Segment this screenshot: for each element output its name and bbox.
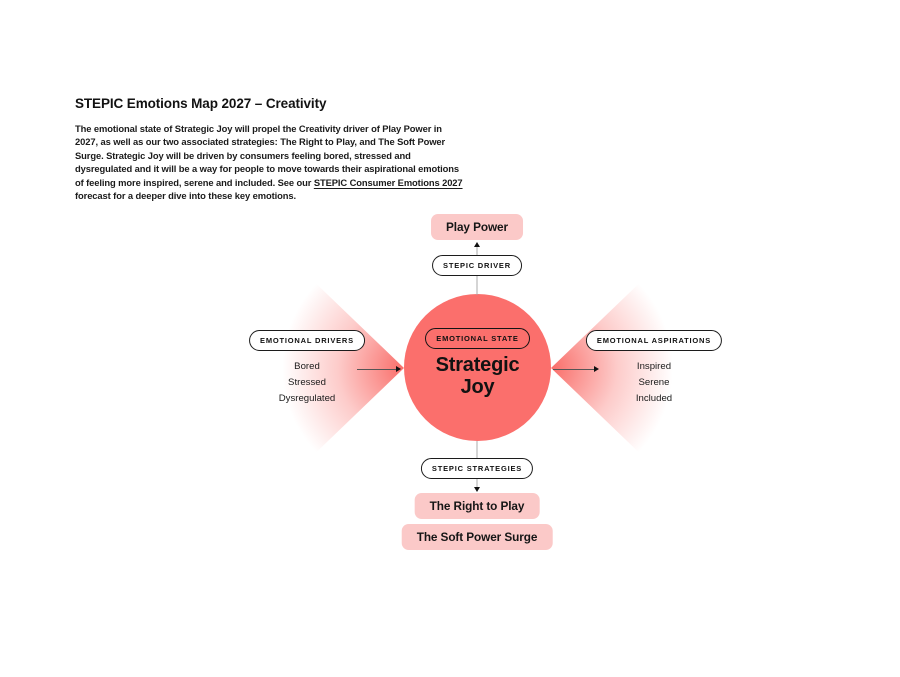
- intro-text-after: forecast for a deeper dive into these ke…: [75, 190, 297, 202]
- arrow-right-icon: [357, 365, 401, 373]
- emotional-state-circle: EMOTIONAL STATE Strategic Joy: [404, 294, 551, 441]
- emotional-state-pill: EMOTIONAL STATE: [425, 328, 530, 349]
- consumer-emotions-2027-link[interactable]: STEPIC Consumer Emotions 2027: [313, 176, 463, 188]
- emotional-aspirations-list: Inspired Serene Included: [636, 359, 672, 407]
- strategies-arrow-line: [476, 478, 478, 487]
- emotional-state-name: Strategic Joy: [435, 354, 520, 398]
- arrow-line: [357, 368, 396, 370]
- stepic-strategies-pill: STEPIC STRATEGIES: [420, 458, 534, 479]
- intro-paragraph: The emotional state of Strategic Joy wil…: [75, 122, 467, 202]
- page-title: STEPIC Emotions Map 2027 – Creativity: [75, 96, 327, 111]
- emotional-aspirations-pill: EMOTIONAL ASPIRATIONS: [585, 330, 723, 351]
- emotional-aspirations-column: EMOTIONAL ASPIRATIONS Inspired Serene In…: [585, 330, 723, 407]
- arrow-up-icon: [474, 242, 480, 247]
- aspiration-item: Serene: [638, 377, 670, 388]
- arrow-line: [553, 368, 594, 370]
- arrow-down-icon: [474, 487, 480, 492]
- driver-item: Dysregulated: [278, 393, 336, 404]
- emotional-drivers-pill: EMOTIONAL DRIVERS: [249, 330, 365, 351]
- arrow-right-icon: [553, 365, 599, 373]
- driver-connector-line: [476, 275, 478, 295]
- strategy-soft-power-surge-box: The Soft Power Surge: [401, 524, 553, 550]
- emotional-drivers-column: EMOTIONAL DRIVERS Bored Stressed Dysregu…: [249, 330, 365, 407]
- play-power-box: Play Power: [431, 214, 523, 240]
- stepic-driver-pill: STEPIC DRIVER: [432, 255, 522, 276]
- strategies-connector-line: [476, 441, 478, 458]
- strategy-right-to-play-box: The Right to Play: [414, 493, 540, 519]
- emotional-drivers-list: Bored Stressed Dysregulated: [279, 359, 336, 407]
- aspiration-item: Included: [635, 393, 673, 404]
- arrow-head: [594, 366, 599, 372]
- arrow-head: [396, 366, 401, 372]
- driver-item: Stressed: [288, 377, 326, 388]
- driver-arrow-line: [476, 246, 478, 255]
- driver-item: Bored: [294, 361, 320, 372]
- header: STEPIC Emotions Map 2027 – Creativity Th…: [75, 96, 475, 202]
- intro-text-before: The emotional state of Strategic Joy wil…: [75, 123, 459, 188]
- aspiration-item: Inspired: [636, 361, 672, 372]
